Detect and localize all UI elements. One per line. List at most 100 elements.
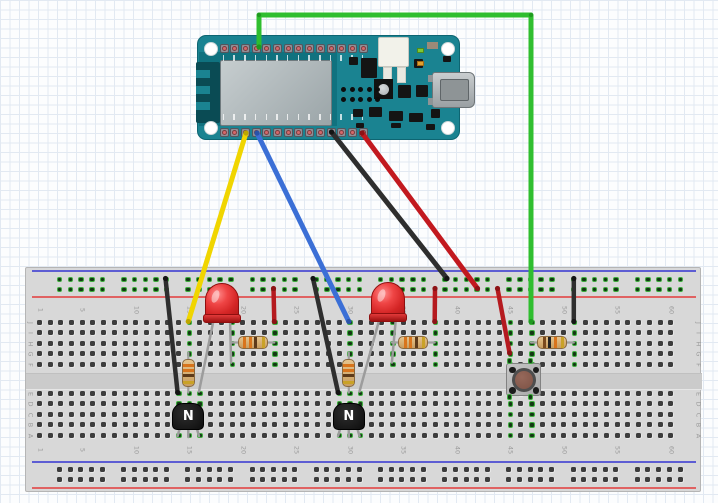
breadboard-hole[interactable] — [186, 319, 193, 326]
breadboard-hole[interactable] — [347, 330, 353, 336]
breadboard-hole[interactable] — [443, 361, 449, 367]
breadboard-hole[interactable] — [625, 422, 631, 428]
breadboard-hole[interactable] — [614, 319, 620, 325]
breadboard-hole[interactable] — [143, 351, 149, 357]
breadboard-hole[interactable] — [475, 422, 481, 428]
breadboard-hole[interactable] — [69, 432, 74, 438]
breadboard-hole[interactable] — [432, 340, 439, 347]
breadboard-hole[interactable] — [208, 340, 214, 346]
breadboard-hole[interactable] — [165, 330, 171, 336]
rail-hole[interactable] — [570, 286, 577, 293]
wire-endpoint[interactable] — [528, 12, 534, 18]
breadboard-hole[interactable] — [143, 361, 149, 367]
breadboard-hole[interactable] — [90, 432, 96, 438]
breadboard-hole[interactable] — [443, 432, 449, 438]
header-pin[interactable] — [273, 43, 282, 53]
rail-hole[interactable] — [196, 276, 202, 283]
rail-hole[interactable] — [249, 466, 255, 472]
breadboard-hole[interactable] — [154, 411, 160, 417]
breadboard-hole[interactable] — [368, 390, 374, 396]
rail-hole[interactable] — [56, 466, 62, 472]
breadboard-hole[interactable] — [315, 319, 321, 325]
rail-hole[interactable] — [613, 276, 619, 283]
breadboard-hole[interactable] — [636, 340, 642, 346]
breadboard-hole[interactable] — [218, 422, 224, 428]
breadboard-hole[interactable] — [571, 401, 577, 407]
breadboard-hole[interactable] — [240, 351, 246, 357]
breadboard-hole[interactable] — [646, 361, 652, 367]
breadboard-hole[interactable] — [550, 411, 556, 417]
rail-hole[interactable] — [549, 476, 555, 482]
breadboard-hole[interactable] — [336, 330, 342, 336]
breadboard-hole[interactable] — [133, 422, 139, 428]
breadboard-hole[interactable] — [518, 432, 524, 438]
breadboard-hole[interactable] — [122, 361, 128, 367]
rail-hole[interactable] — [613, 466, 619, 472]
breadboard-hole[interactable] — [111, 432, 117, 438]
breadboard-hole[interactable] — [176, 432, 182, 439]
rail-hole[interactable] — [142, 476, 148, 482]
breadboard-hole[interactable] — [154, 390, 160, 396]
rail-hole[interactable] — [666, 466, 672, 472]
rail-hole[interactable] — [281, 276, 288, 283]
breadboard-hole[interactable] — [111, 330, 117, 336]
rail-hole[interactable] — [89, 476, 94, 482]
rail-hole[interactable] — [527, 276, 534, 283]
breadboard-hole[interactable] — [390, 361, 396, 368]
breadboard-hole[interactable] — [133, 432, 139, 438]
breadboard-hole[interactable] — [379, 390, 385, 396]
breadboard-hole[interactable] — [550, 432, 556, 438]
breadboard-hole[interactable] — [561, 411, 567, 417]
button-pin[interactable] — [527, 358, 534, 364]
rail-hole[interactable] — [463, 286, 470, 293]
rail-hole[interactable] — [581, 476, 587, 482]
breadboard-hole[interactable] — [486, 422, 492, 428]
breadboard-hole[interactable] — [539, 411, 545, 417]
breadboard-hole[interactable] — [454, 330, 460, 336]
breadboard-hole[interactable] — [165, 390, 171, 396]
breadboard-hole[interactable] — [539, 401, 545, 407]
breadboard-hole[interactable] — [550, 390, 556, 396]
breadboard-hole[interactable] — [593, 401, 599, 407]
breadboard-hole[interactable] — [454, 411, 460, 417]
breadboard-hole[interactable] — [47, 390, 53, 396]
breadboard-hole[interactable] — [58, 351, 64, 357]
breadboard-hole[interactable] — [250, 351, 256, 357]
breadboard-hole[interactable] — [379, 361, 385, 367]
resistor-10k-button[interactable] — [537, 336, 568, 349]
breadboard-hole[interactable] — [668, 319, 674, 325]
breadboard-hole[interactable] — [101, 401, 107, 407]
breadboard-hole[interactable] — [625, 351, 631, 357]
rail-hole[interactable] — [78, 466, 84, 472]
breadboard-hole[interactable] — [379, 330, 385, 336]
breadboard-hole[interactable] — [111, 390, 117, 396]
rail-hole[interactable] — [142, 276, 149, 283]
breadboard-hole[interactable] — [657, 401, 663, 407]
breadboard-hole[interactable] — [79, 401, 85, 407]
breadboard-hole[interactable] — [315, 432, 321, 438]
rail-hole[interactable] — [292, 466, 298, 472]
rail-hole[interactable] — [206, 466, 212, 472]
rail-hole[interactable] — [634, 286, 641, 293]
breadboard-hole[interactable] — [250, 390, 256, 396]
breadboard-hole[interactable] — [582, 319, 588, 325]
breadboard-hole[interactable] — [486, 411, 492, 417]
breadboard-hole[interactable] — [443, 422, 449, 428]
breadboard-hole[interactable] — [625, 361, 631, 367]
breadboard-hole[interactable] — [165, 411, 171, 417]
breadboard-hole[interactable] — [122, 319, 128, 325]
breadboard-hole[interactable] — [604, 351, 609, 357]
breadboard-hole[interactable] — [293, 422, 299, 428]
breadboard-hole[interactable] — [47, 422, 53, 428]
resistor-330-base2[interactable] — [342, 358, 356, 387]
breadboard-hole[interactable] — [529, 411, 535, 418]
breadboard-hole[interactable] — [368, 422, 374, 428]
breadboard-hole[interactable] — [454, 351, 460, 357]
rail-hole[interactable] — [163, 466, 169, 472]
header-pin[interactable] — [262, 43, 272, 53]
breadboard-hole[interactable] — [176, 351, 181, 357]
breadboard-hole[interactable] — [668, 432, 674, 438]
rail-hole[interactable] — [249, 276, 256, 283]
breadboard-hole[interactable] — [539, 390, 545, 396]
rail-hole[interactable] — [99, 466, 105, 472]
